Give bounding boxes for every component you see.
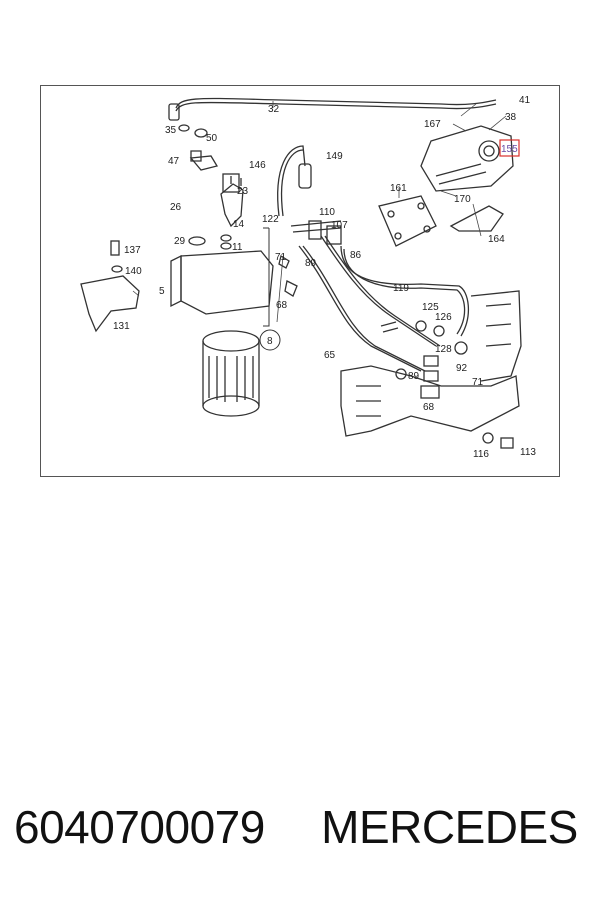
label-71: 71 [275, 252, 287, 263]
label-89-upper: 89 [305, 258, 317, 269]
label-170: 170 [454, 194, 471, 205]
label-68-upper: 68 [276, 300, 288, 311]
label-38: 38 [505, 112, 517, 123]
label-149: 149 [326, 151, 343, 162]
diagram-drawing: 32 41 35 167 38 50 155 47 146 149 23 161… [80, 95, 536, 460]
label-155-highlight [499, 139, 520, 157]
label-161: 161 [390, 183, 407, 194]
diagram-artwork [80, 97, 522, 449]
label-113: 113 [520, 447, 536, 458]
label-137: 137 [124, 245, 141, 256]
label-8-circle [259, 329, 281, 351]
label-29: 29 [174, 236, 186, 247]
label-122: 122 [262, 214, 279, 225]
label-140: 140 [125, 266, 142, 277]
label-126: 126 [435, 312, 452, 323]
label-71-lower: 71 [472, 377, 484, 388]
label-32: 32 [268, 104, 280, 115]
label-65: 65 [324, 350, 336, 361]
label-89-lower: 89 [408, 371, 420, 382]
label-14: 14 [233, 219, 245, 230]
label-92: 92 [456, 363, 468, 374]
label-26: 26 [170, 202, 182, 213]
label-5: 5 [159, 286, 165, 297]
label-155: 155 [501, 144, 518, 155]
label-47: 47 [168, 156, 180, 167]
parts-diagram: 32 41 35 167 38 50 155 47 146 149 23 161… [40, 85, 560, 477]
leader-lines [132, 101, 507, 323]
label-8: 8 [267, 336, 273, 347]
label-110: 110 [319, 207, 335, 218]
label-119: 119 [393, 283, 409, 294]
label-35: 35 [165, 125, 177, 136]
brand-name: MERCEDES [321, 801, 578, 853]
label-167: 167 [424, 119, 441, 130]
label-50: 50 [206, 133, 218, 144]
label-23: 23 [237, 186, 249, 197]
label-131: 131 [113, 321, 130, 332]
footer-caption: 6040700079 MERCEDES [14, 800, 594, 860]
label-116: 116 [473, 449, 489, 460]
label-11: 11 [232, 242, 243, 253]
label-86: 86 [350, 250, 362, 261]
label-41: 41 [519, 95, 531, 106]
label-125: 125 [422, 302, 439, 313]
label-68-lower: 68 [423, 402, 435, 413]
label-107: 107 [331, 220, 348, 231]
label-164: 164 [488, 234, 505, 245]
label-128: 128 [435, 344, 452, 355]
diagram-labels: 32 41 35 167 38 50 155 47 146 149 23 161… [113, 95, 536, 460]
part-number: 6040700079 [14, 801, 265, 853]
label-146: 146 [249, 160, 266, 171]
